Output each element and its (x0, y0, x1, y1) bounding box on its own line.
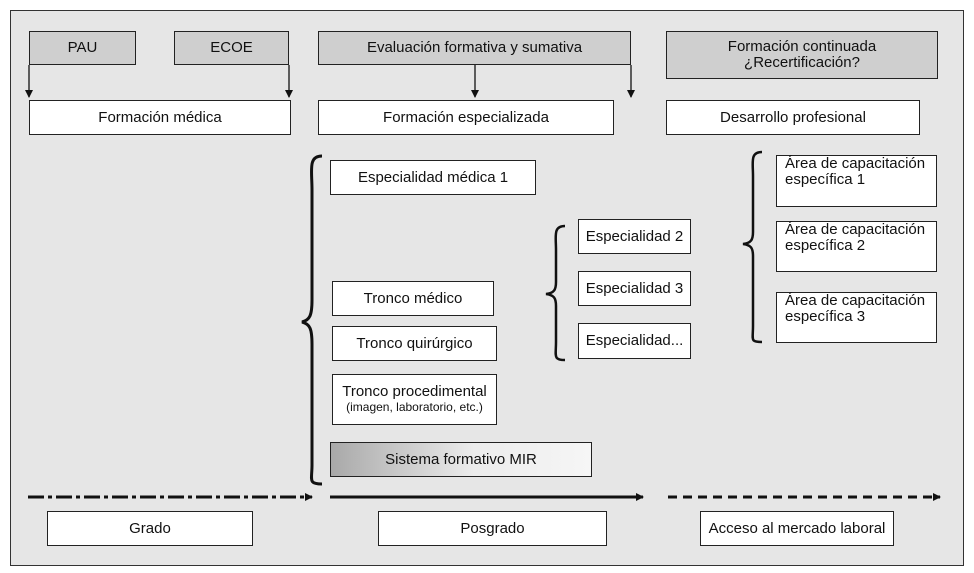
brace-especializada (301, 154, 323, 486)
especialidad-2-label: Especialidad 2 (585, 227, 684, 245)
formacion-especializada-label: Formación especializada (383, 108, 549, 126)
area-2-line2: específica 2 (785, 237, 866, 254)
desarrollo-profesional-label: Desarrollo profesional (720, 108, 866, 126)
especialidad-more-box: Especialidad... (578, 323, 691, 359)
tronco-procedimental-label: Tronco procedimental (342, 383, 487, 400)
tronco-procedimental-note: (imagen, laboratorio, etc.) (346, 400, 483, 414)
formacion-medica-label: Formación médica (98, 108, 222, 126)
especialidad-3-box: Especialidad 3 (578, 271, 691, 306)
especialidad-more-label: Especialidad... (585, 332, 684, 349)
area-capacitacion-2-box: Área de capacitación específica 2 (776, 221, 937, 272)
acceso-mercado-laboral-label: Acceso al mercado laboral (708, 519, 886, 537)
brace-areas (742, 150, 763, 344)
acceso-mercado-laboral-box: Acceso al mercado laboral (700, 511, 894, 546)
ecoe-box: ECOE (174, 31, 289, 65)
posgrado-label: Posgrado (460, 519, 525, 537)
recertificacion-label: ¿Recertificación? (744, 54, 860, 71)
area-3-line1: Área de capacitación (785, 292, 926, 309)
especialidad-3-label: Especialidad 3 (585, 279, 684, 297)
tronco-quirurgico-label: Tronco quirúrgico (356, 334, 473, 352)
especialidad-medica-1-box: Especialidad médica 1 (330, 160, 536, 195)
formacion-medica-box: Formación médica (29, 100, 291, 135)
tronco-procedimental-box: Tronco procedimental (imagen, laboratori… (332, 374, 497, 425)
especialidad-medica-1-label: Especialidad médica 1 (357, 168, 509, 186)
desarrollo-profesional-box: Desarrollo profesional (666, 100, 920, 135)
area-capacitacion-3-box: Área de capacitación específica 3 (776, 292, 937, 343)
grado-label: Grado (129, 519, 171, 537)
sistema-formativo-mir-label: Sistema formativo MIR (385, 450, 537, 468)
area-3-line2: específica 3 (785, 308, 866, 325)
formacion-continuada-box: Formación continuada ¿Recertificación? (666, 31, 938, 79)
sistema-formativo-mir-box: Sistema formativo MIR (330, 442, 592, 477)
area-1-line1: Área de capacitación (785, 155, 926, 172)
pau-box: PAU (29, 31, 136, 65)
tronco-quirurgico-box: Tronco quirúrgico (332, 326, 497, 361)
especialidad-2-box: Especialidad 2 (578, 219, 691, 254)
area-2-line1: Área de capacitación (785, 221, 926, 238)
grado-box: Grado (47, 511, 253, 546)
brace-especialidades (545, 224, 566, 362)
pau-label: PAU (67, 39, 98, 56)
tronco-medico-label: Tronco médico (363, 289, 463, 307)
area-1-line2: específica 1 (785, 171, 866, 188)
formacion-continuada-label: Formación continuada (727, 38, 877, 55)
area-capacitacion-1-box: Área de capacitación específica 1 (776, 155, 937, 207)
formacion-especializada-box: Formación especializada (318, 100, 614, 135)
evaluacion-box: Evaluación formativa y sumativa (318, 31, 631, 65)
ecoe-label: ECOE (210, 39, 253, 56)
posgrado-box: Posgrado (378, 511, 607, 546)
evaluacion-label: Evaluación formativa y sumativa (366, 39, 583, 56)
tronco-medico-box: Tronco médico (332, 281, 494, 316)
